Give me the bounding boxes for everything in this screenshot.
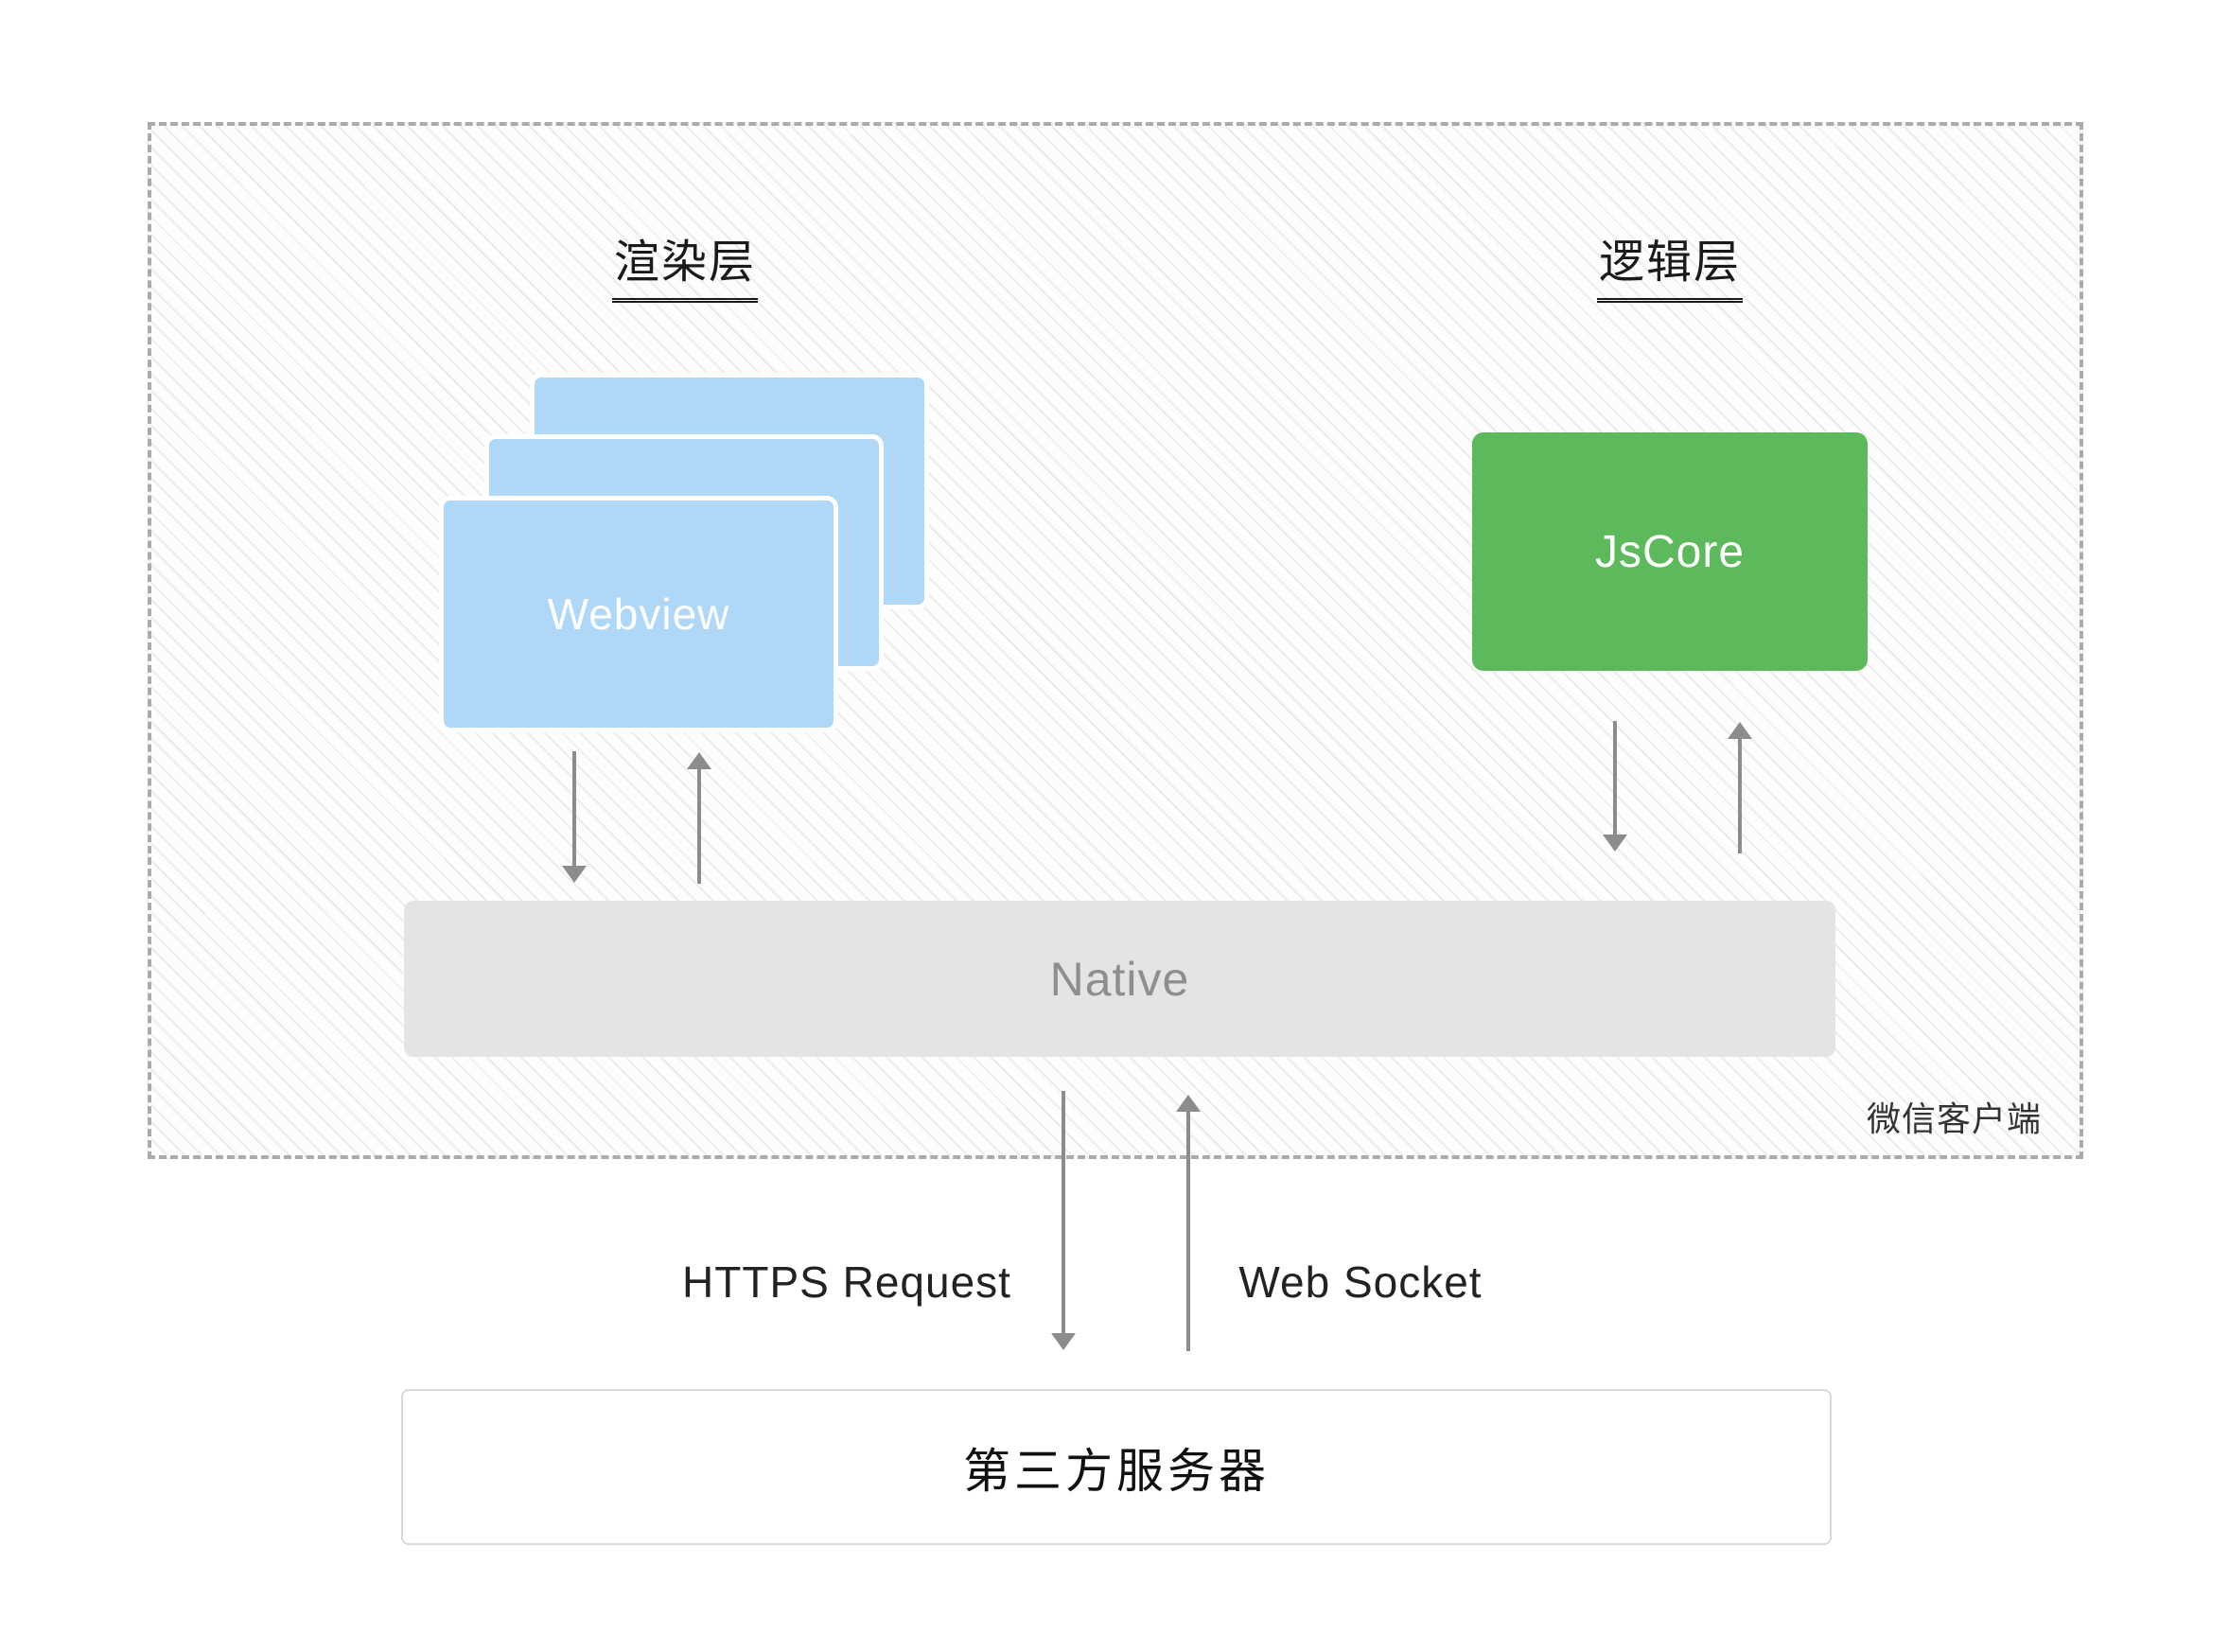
web-socket-label: Web Socket xyxy=(1238,1257,1483,1307)
arrow-up-native-to-jscore-icon xyxy=(1738,738,1742,853)
render-layer-title: 渲染层 xyxy=(611,224,759,303)
arrow-down-jscore-to-native-icon xyxy=(1613,721,1617,835)
webview-card-front: Webview xyxy=(439,496,838,732)
arrow-up-native-to-webview-icon xyxy=(697,768,701,884)
native-bar: Native xyxy=(404,901,1835,1057)
logic-layer-title: 逻辑层 xyxy=(1596,224,1744,303)
jscore-box: JsCore xyxy=(1472,432,1868,671)
https-request-label: HTTPS Request xyxy=(682,1257,1011,1307)
arrow-down-https-request-icon xyxy=(1062,1091,1065,1334)
third-party-server-box: 第三方服务器 xyxy=(401,1389,1832,1545)
arrow-up-web-socket-icon xyxy=(1186,1111,1190,1351)
webview-label: Webview xyxy=(547,589,730,639)
arrow-down-webview-to-native-icon xyxy=(572,751,576,867)
wechat-client-label: 微信客户端 xyxy=(1866,1099,2042,1138)
wechat-client-container: 渲染层 逻辑层 Webview JsCore Native 微信客户端 xyxy=(148,122,2083,1159)
